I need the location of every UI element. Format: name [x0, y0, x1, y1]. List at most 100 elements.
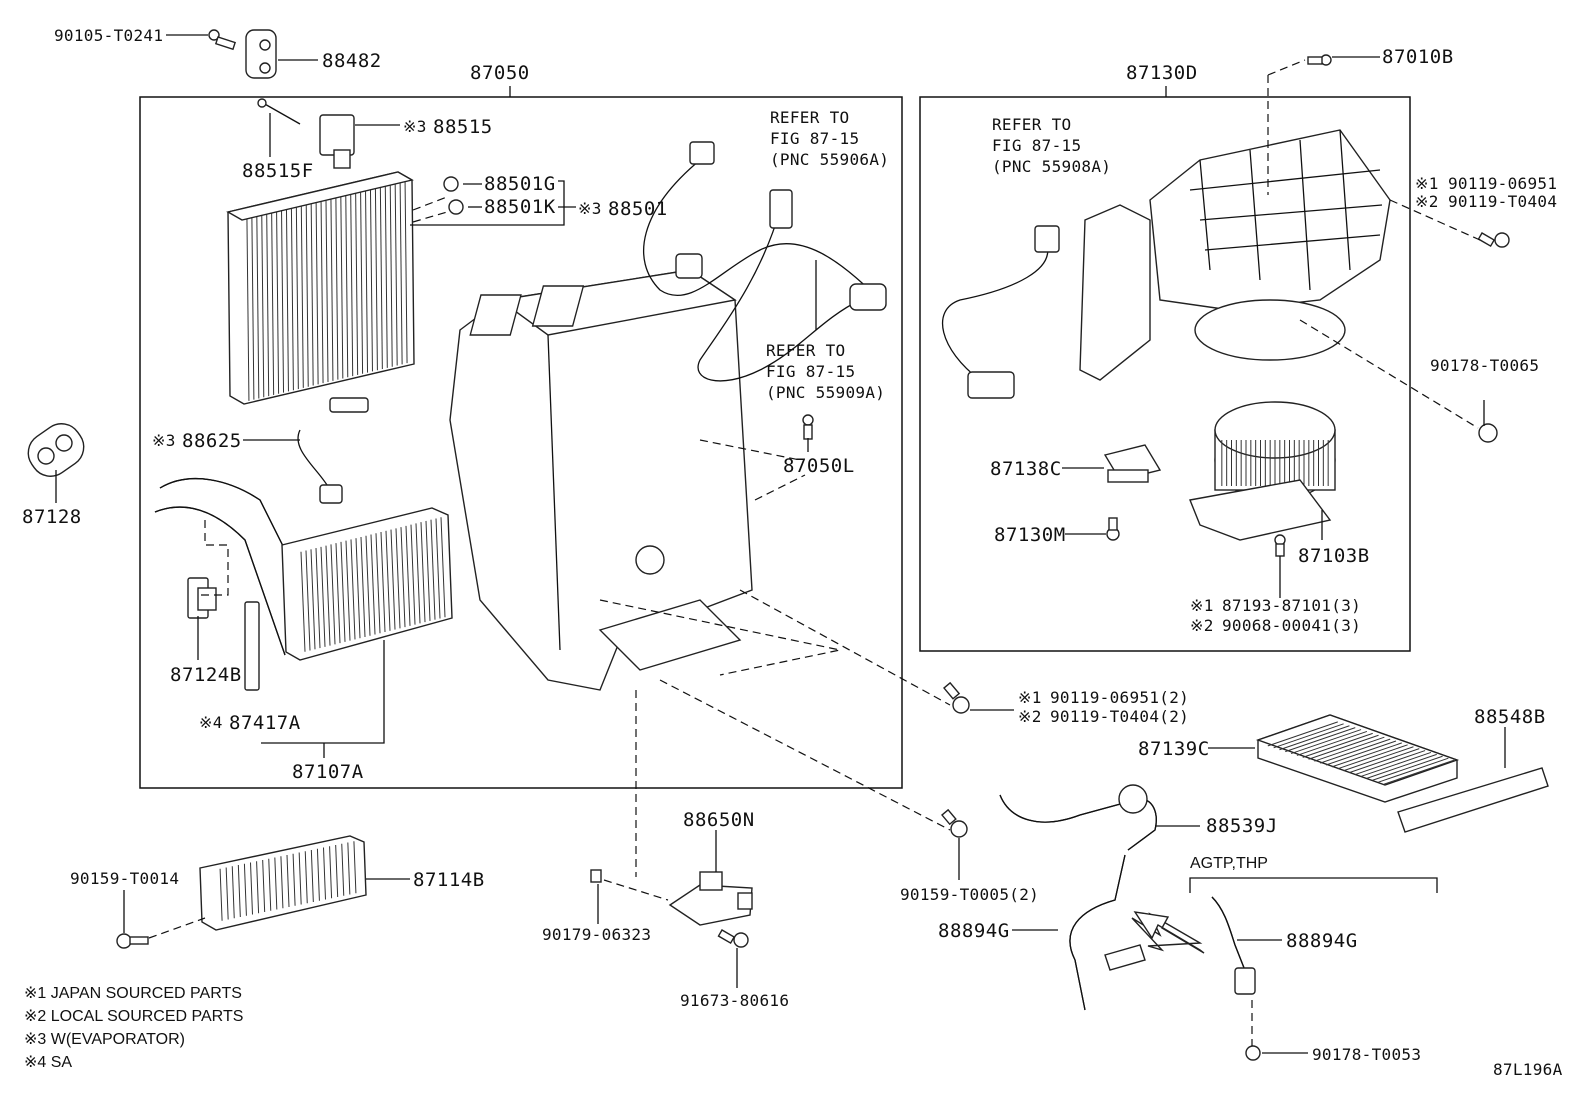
evaporator-part	[226, 171, 415, 405]
label-87138c: 87138C	[990, 458, 1062, 480]
refer-text: FIG 87-15	[770, 129, 859, 148]
label-88894g-agtp: 88894G	[1286, 930, 1358, 952]
clip-icon	[590, 869, 602, 883]
marker-1: ※1	[1190, 596, 1214, 615]
resistor-87138c-part	[1103, 444, 1162, 483]
label-90159-t0005: 90159-T0005(2)	[900, 885, 1039, 904]
label-87128: 87128	[22, 506, 82, 528]
label-87050: 87050	[470, 62, 530, 84]
label-88539j: 88539J	[1206, 815, 1278, 837]
marker-3: ※3	[403, 117, 427, 136]
refer-text: REFER TO	[770, 108, 849, 127]
wire-harness-part	[642, 141, 887, 382]
direction-arrow-icon	[1133, 911, 1205, 954]
bolt-icon	[116, 933, 149, 949]
hose-88894g-agtp-part	[1211, 896, 1256, 995]
label-87193-87101: 87193-87101(3)	[1222, 596, 1361, 615]
label-90068-00041: 90068-00041(3)	[1222, 616, 1361, 635]
filter-cover-part	[1397, 767, 1549, 833]
leader-lines	[55, 34, 1506, 1054]
refer-text: REFER TO	[992, 115, 1071, 134]
bolt-icon	[941, 808, 968, 838]
o-ring-icon	[443, 176, 464, 215]
seal-87417a-part	[244, 601, 260, 691]
assembly-lines	[148, 59, 1481, 1046]
label-88515: 88515	[433, 116, 493, 138]
marker-2: ※2	[1018, 707, 1042, 726]
bracket-88482-part	[245, 29, 277, 79]
label-88501g: 88501G	[484, 173, 556, 195]
heater-case-part	[449, 269, 753, 691]
label-87130m: 87130M	[994, 524, 1066, 546]
marker-1: ※1	[1018, 688, 1042, 707]
air-filter-part	[1255, 714, 1460, 803]
heater-unit-box	[139, 96, 903, 789]
marker-4: ※4	[199, 713, 223, 732]
label-88501: 88501	[608, 198, 668, 220]
label-90178-t0053: 90178-T0053	[1312, 1045, 1421, 1064]
label-91673-80616: 91673-80616	[680, 991, 789, 1010]
bracket-88650n-part	[668, 871, 753, 926]
bolt-icon	[208, 29, 237, 51]
label-88625: 88625	[182, 430, 242, 452]
marker-3: ※3	[578, 199, 602, 218]
label-88501k: 88501K	[484, 196, 556, 218]
legend-item: ※3 W(EVAPORATOR)	[24, 1031, 185, 1048]
expansion-valve-part	[257, 98, 355, 169]
screw-icon	[802, 414, 814, 440]
agtp-thp-label: AGTP,THP	[1190, 855, 1268, 872]
legend-item: ※4 SA	[24, 1054, 72, 1071]
refer-text: (PNC 55908A)	[992, 157, 1111, 176]
blower-harness-part	[941, 225, 1060, 399]
label-90119-06951: 90119-06951	[1448, 174, 1557, 193]
part-number-labels: 90105-T0241 88482 87050 ※3 88515 88515F …	[22, 26, 1563, 1079]
nut-icon	[1478, 423, 1498, 443]
heater-core-part	[154, 477, 453, 661]
label-90119-06951-2: 90119-06951(2)	[1050, 688, 1189, 707]
nut-icon	[1245, 1045, 1261, 1061]
label-90105-t0241: 90105-T0241	[54, 26, 163, 45]
label-87130d: 87130D	[1126, 62, 1198, 84]
label-87010b: 87010B	[1382, 46, 1454, 68]
label-87107a: 87107A	[292, 761, 364, 783]
sensor-88625-part	[297, 397, 369, 504]
hose-88894g-part	[1069, 854, 1146, 1011]
hose-88539j-part	[999, 784, 1157, 851]
label-90119-t0404: 90119-T0404	[1448, 192, 1557, 211]
label-90159-t0014: 90159-T0014	[70, 869, 179, 888]
refer-text: REFER TO	[766, 341, 845, 360]
refer-text: FIG 87-15	[766, 362, 855, 381]
label-90119-t0404-2: 90119-T0404(2)	[1050, 707, 1189, 726]
label-88482: 88482	[322, 50, 382, 72]
legend-item: ※2 LOCAL SOURCED PARTS	[24, 1008, 243, 1025]
marker-2: ※2	[1190, 616, 1214, 635]
label-90179-06323: 90179-06323	[542, 925, 651, 944]
blower-unit-box	[919, 96, 1411, 652]
grommet-part	[27, 423, 85, 477]
legend: ※1 JAPAN SOURCED PARTS ※2 LOCAL SOURCED …	[24, 985, 243, 1071]
clip-87124b-part	[187, 577, 217, 619]
bolt-icon	[1477, 232, 1510, 248]
label-87417a: 87417A	[229, 712, 301, 734]
agtp-bracket	[1189, 877, 1438, 893]
marker-2: ※2	[1415, 192, 1439, 211]
refer-text: FIG 87-15	[992, 136, 1081, 155]
refer-text: (PNC 55909A)	[766, 383, 885, 402]
label-87050l: 87050L	[783, 455, 855, 477]
label-87139c: 87139C	[1138, 738, 1210, 760]
duct-87114b-part	[199, 835, 367, 931]
screw-icon	[1106, 517, 1120, 541]
bolt-icon	[717, 929, 749, 948]
marker-1: ※1	[1415, 174, 1439, 193]
label-87103b: 87103B	[1298, 545, 1370, 567]
blower-case-part	[1079, 129, 1391, 381]
marker-3: ※3	[152, 431, 176, 450]
refer-text: (PNC 55906A)	[770, 150, 889, 169]
label-87124b: 87124B	[170, 664, 242, 686]
screw-icon	[1274, 534, 1286, 557]
label-90178-t0065: 90178-T0065	[1430, 356, 1539, 375]
diagram-code: 87L196A	[1493, 1060, 1563, 1079]
legend-item: ※1 JAPAN SOURCED PARTS	[24, 985, 242, 1002]
